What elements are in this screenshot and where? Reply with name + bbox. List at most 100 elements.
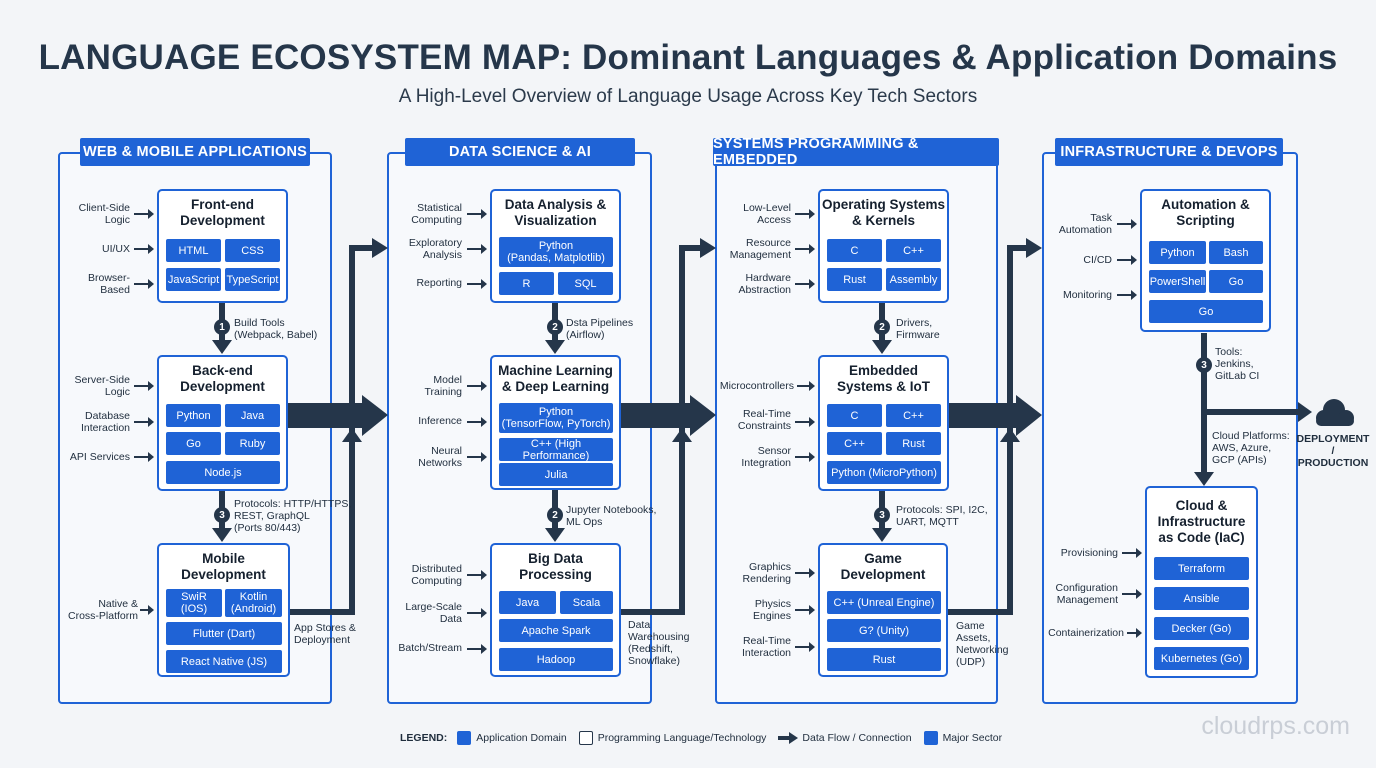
legend-label: Application Domain	[476, 732, 567, 744]
input-graphics-rendering: Graphics Rendering	[742, 561, 791, 585]
chip-c: C	[827, 404, 882, 427]
swatch-solid-icon	[923, 731, 938, 745]
domain-title: Data Analysis & Visualization	[504, 197, 607, 228]
legend-item-data-flow: Data Flow / Connection	[778, 732, 912, 744]
domain-data-analysis: Data Analysis & Visualization Python (Pa…	[490, 189, 621, 303]
arrow-right-icon	[795, 417, 815, 427]
swatch-solid-icon	[457, 731, 472, 745]
arrow-right-icon	[797, 381, 815, 391]
step-note-data-pipelines: Dsta Pipelines (Airflow)	[566, 317, 634, 341]
flow-note-cloud-platforms: Cloud Platforms: AWS, Azure, GCP (APIs)	[1212, 430, 1290, 466]
chip-python-pandas: Python (Pandas, Matplotlib)	[499, 237, 613, 267]
legend-item-major-sector: Major Sector	[923, 731, 1002, 745]
flow-note-game-assets: Game Assets, Networking (UDP)	[956, 620, 1009, 668]
arrow-right-icon	[795, 642, 815, 652]
step-badge: 1	[214, 319, 230, 335]
domain-title: Mobile Development	[181, 551, 266, 582]
input-browser-based: Browser- Based	[87, 272, 130, 296]
arrow-right-icon	[467, 452, 487, 462]
page-subtitle: A High-Level Overview of Language Usage …	[398, 86, 978, 107]
input-api-services: API Services	[69, 451, 130, 463]
flow-note-app-stores: App Stores & Deployment	[294, 622, 356, 646]
chip-julia: Julia	[499, 463, 613, 486]
arrow-right-icon	[467, 570, 487, 580]
chip-cpp: C++	[886, 239, 941, 262]
input-provisioning: Provisioning	[1060, 547, 1118, 559]
chip-csharp-unity: G? (Unity)	[827, 619, 941, 642]
input-ui-ux: UI/UX	[101, 243, 130, 255]
chip-apache-spark: Apache Spark	[499, 619, 613, 642]
chip-flutter: Flutter (Dart)	[166, 622, 282, 645]
chip-go: Go	[1209, 270, 1263, 293]
sector-header-web-mobile: WEB & MOBILE APPLICATIONS	[80, 138, 310, 166]
input-real-time-constraints: Real-Time Constraints	[737, 408, 791, 432]
chip-react-native: React Native (JS)	[166, 650, 282, 673]
chip-java: Java	[225, 404, 280, 427]
domain-title: Machine Learning & Deep Learning	[498, 363, 613, 394]
arrow-right-icon	[467, 244, 487, 254]
domain-title: Operating Systems & Kernels	[821, 197, 946, 228]
input-database-interaction: Database Interaction	[80, 410, 130, 434]
input-resource-management: Resource Management	[729, 237, 791, 261]
chip-cpp: C++	[827, 432, 882, 455]
input-reporting: Reporting	[416, 277, 462, 289]
input-microcontrollers: Microcontrollers	[719, 380, 794, 392]
legend: LEGEND: Application Domain Programming L…	[400, 729, 1014, 747]
chip-docker: Decker (Go)	[1154, 617, 1249, 640]
domain-back-end: Back-end Development Python Java Go Ruby…	[157, 355, 288, 491]
arrow-right-icon	[795, 279, 815, 289]
chip-typescript: TypeScript	[225, 268, 280, 291]
chip-python: Python	[1149, 241, 1206, 264]
chip-r: R	[499, 272, 554, 295]
chip-assembly: Assembly	[886, 268, 941, 291]
arrow-right-icon	[1117, 219, 1137, 229]
legend-item-application-domain: Application Domain	[457, 731, 567, 745]
chip-kubernetes: Kubernetes (Go)	[1154, 647, 1249, 670]
page-title: LANGUAGE ECOSYSTEM MAP: Dominant Languag…	[38, 38, 1338, 77]
chip-cpp-unreal: C++ (Unreal Engine)	[827, 591, 941, 614]
input-large-scale-data: Large-Scale Data	[405, 601, 462, 625]
sector-header-systems: SYSTEMS PROGRAMMING & EMBEDDED	[713, 136, 999, 168]
chip-ansible: Ansible	[1154, 587, 1249, 610]
arrow-right-icon	[795, 244, 815, 254]
chip-python-tensorflow: Python (TensorFlow, PyTorch)	[499, 403, 613, 433]
input-inference: Inference	[418, 415, 462, 427]
domain-cloud-iac: Cloud & Infrastructure as Code (IaC) Ter…	[1145, 486, 1258, 678]
input-model-training: Model Training	[424, 374, 462, 398]
input-monitoring: Monitoring	[1062, 289, 1112, 301]
domain-game-development: Game Development C++ (Unreal Engine) G? …	[818, 543, 948, 677]
arrow-right-icon	[467, 644, 487, 654]
chip-terraform: Terraform	[1154, 557, 1249, 580]
step-note-drivers: Drivers, Firmware	[896, 317, 940, 341]
chip-micropython: Python (MicroPython)	[827, 461, 941, 484]
chip-c: C	[827, 239, 882, 262]
arrow-right-icon	[134, 381, 154, 391]
step-badge: 3	[214, 507, 230, 523]
chip-css: CSS	[225, 239, 280, 262]
input-neural-networks: Neural Networks	[418, 445, 462, 469]
flow-note-data-warehousing: Data Warehousing (Redshift, Snowflake)	[628, 619, 690, 667]
legend-title: LEGEND:	[400, 732, 448, 744]
arrow-right-icon	[1127, 628, 1142, 638]
step-note-protocols-embedded: Protocols: SPI, I2C, UART, MQTT	[896, 504, 988, 528]
step-note-build-tools: Build Tools (Webpack, Babel)	[234, 317, 318, 341]
input-task-automation: Task Automation	[1058, 212, 1112, 236]
domain-title: Embedded Systems & IoT	[836, 363, 931, 394]
input-low-level-access: Low-Level Access	[743, 202, 791, 226]
domain-embedded: Embedded Systems & IoT C C++ C++ Rust Py…	[818, 355, 949, 491]
input-client-side-logic: Client-Side Logic	[78, 202, 130, 226]
step-note-protocols: Protocols: HTTP/HTTPS, REST, GraphQL (Po…	[234, 498, 352, 534]
input-configuration-management: Configuration Management	[1055, 582, 1118, 606]
chip-rust: Rust	[827, 268, 882, 291]
input-ci-cd: CI/CD	[1083, 254, 1112, 266]
arrow-right-icon	[134, 452, 154, 462]
chip-powershell: PowerShell	[1149, 270, 1206, 293]
legend-label: Data Flow / Connection	[802, 732, 912, 744]
arrow-right-icon	[467, 608, 487, 618]
domain-automation: Automation & Scripting Python Bash Power…	[1140, 189, 1271, 332]
arrow-right-icon	[140, 605, 154, 615]
chip-python: Python	[166, 404, 221, 427]
arrow-right-icon	[795, 568, 815, 578]
chip-swift: SwiR (IOS)	[166, 589, 222, 617]
watermark: cloudrps.com	[1201, 712, 1350, 740]
